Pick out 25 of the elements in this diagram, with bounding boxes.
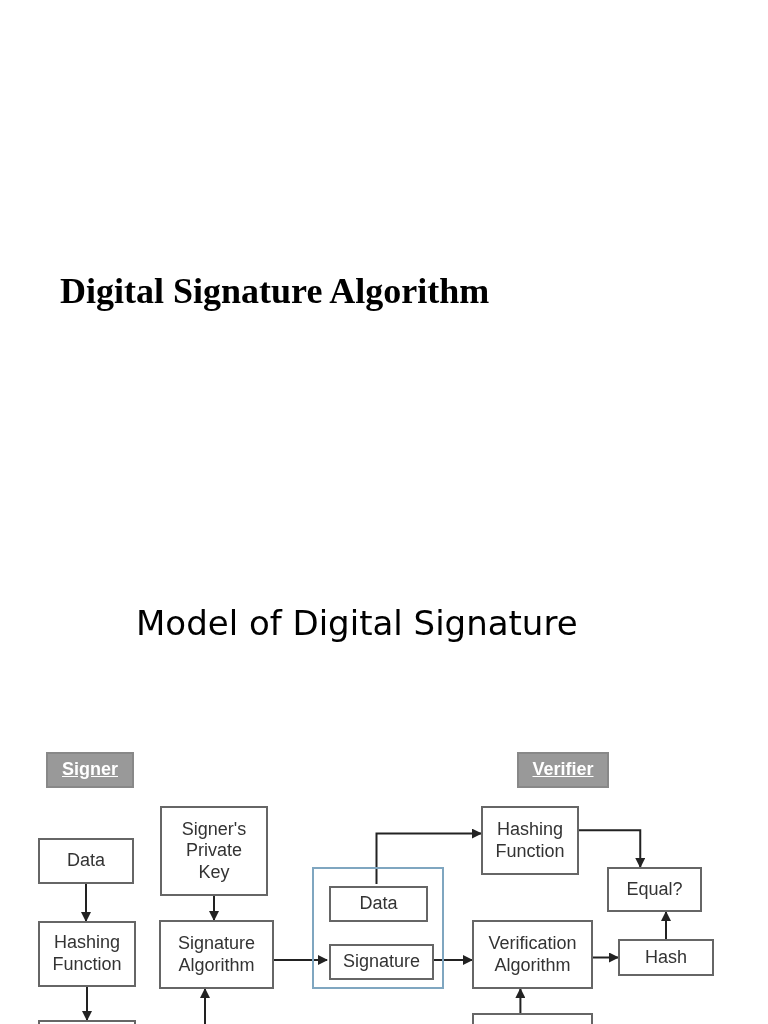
diagram-heading: Model of Digital Signature <box>136 603 578 643</box>
arrow <box>578 829 646 868</box>
process-box: Hashing Function <box>481 806 579 875</box>
arrow <box>82 986 92 1021</box>
role-header: Signer <box>46 752 134 788</box>
arrow <box>592 952 619 963</box>
process-box: Signer's Private Key <box>160 806 268 896</box>
arrow <box>81 883 91 922</box>
process-box: Signature <box>329 944 434 980</box>
process-box: Equal? <box>607 867 702 912</box>
process-box: Data <box>38 838 134 884</box>
arrow <box>661 911 671 940</box>
arrow <box>200 988 210 1024</box>
process-box: Verification Algorithm <box>472 920 593 989</box>
signed-message-group <box>312 867 444 989</box>
process-box: Signature Algorithm <box>159 920 274 989</box>
process-box: Data <box>329 886 428 922</box>
page-title: Digital Signature Algorithm <box>60 270 490 312</box>
arrow <box>209 895 219 921</box>
process-box: Hashing Function <box>38 921 136 987</box>
arrow <box>273 955 328 965</box>
role-header: Verifier <box>517 752 609 788</box>
arrow <box>515 988 526 1014</box>
arrow <box>375 828 482 885</box>
process-box: Hash <box>618 939 714 976</box>
